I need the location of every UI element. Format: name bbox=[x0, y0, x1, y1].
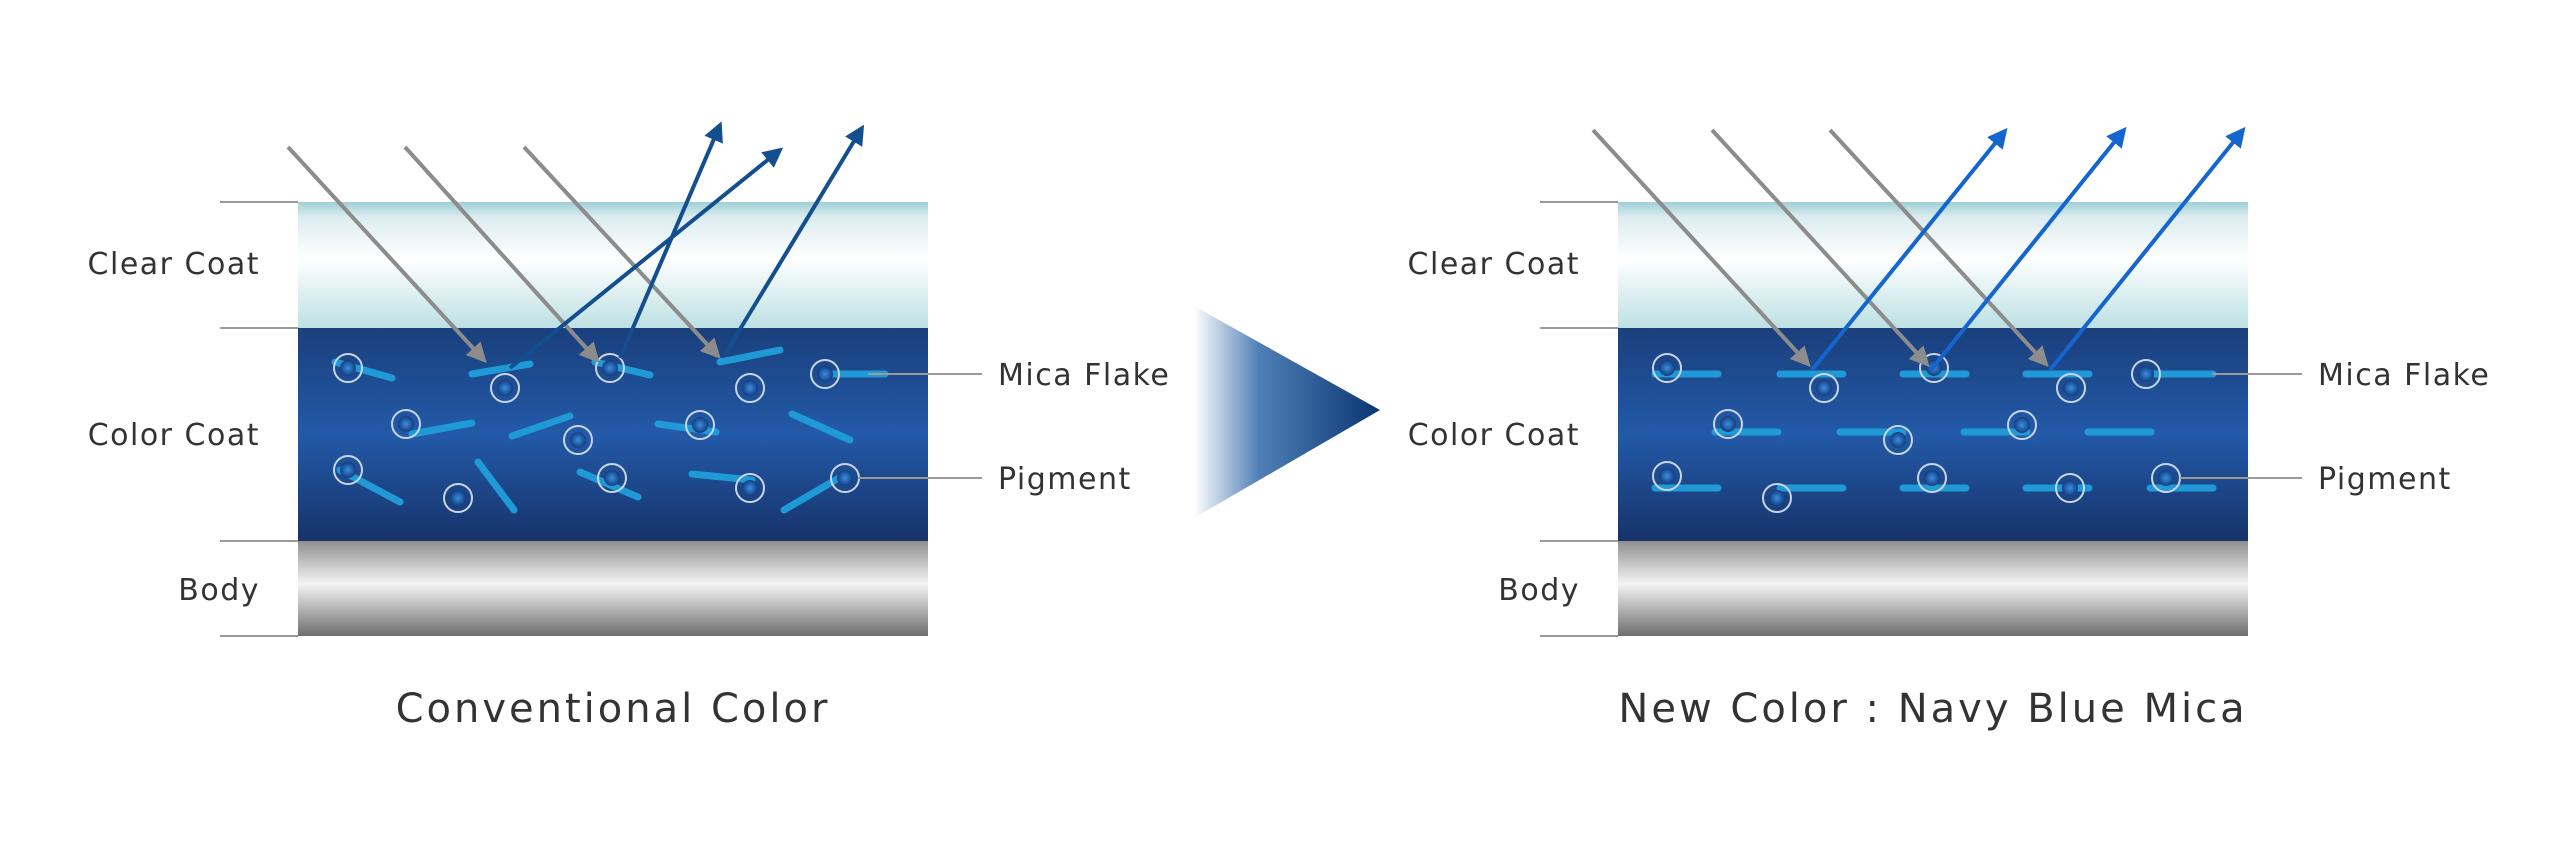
incident-ray bbox=[1710, 128, 1930, 367]
pigment bbox=[1917, 463, 1947, 493]
reflected-ray bbox=[618, 121, 723, 359]
right-color-coat-layer bbox=[1618, 328, 2248, 541]
pigment bbox=[1883, 425, 1913, 455]
pigment bbox=[2056, 373, 2086, 403]
right-body-label: Body bbox=[1498, 573, 1580, 608]
pigment bbox=[1762, 483, 1792, 513]
pigment bbox=[2055, 473, 2085, 503]
right-panel: Clear Coat Color Coat Body Mica Flake Pi… bbox=[1408, 126, 2490, 732]
left-body-layer bbox=[298, 541, 928, 636]
right-layer-boundaries bbox=[1540, 201, 1618, 637]
pigment bbox=[597, 463, 627, 493]
left-callout-leaders bbox=[858, 373, 982, 479]
pigment bbox=[563, 425, 593, 455]
incident-ray bbox=[1591, 128, 1811, 367]
right-mica-flake-label: Mica Flake bbox=[2318, 358, 2490, 393]
right-callout-leaders bbox=[2180, 373, 2302, 479]
mica-flake bbox=[408, 419, 476, 438]
pigment bbox=[810, 359, 840, 389]
left-pigments bbox=[333, 353, 860, 513]
incident-ray bbox=[286, 145, 487, 363]
reflected-ray bbox=[508, 147, 784, 370]
right-body-layer bbox=[1618, 541, 2248, 636]
left-clear-coat-label: Clear Coat bbox=[88, 247, 260, 282]
transition-arrow-icon bbox=[1194, 306, 1380, 518]
pigment bbox=[2131, 359, 2161, 389]
mica-flake bbox=[468, 360, 534, 378]
left-reflected-rays bbox=[508, 121, 865, 370]
left-color-coat-label: Color Coat bbox=[88, 418, 260, 453]
left-layer-boundaries bbox=[220, 201, 298, 637]
pigment bbox=[735, 473, 765, 503]
pigment bbox=[1809, 373, 1839, 403]
pigment bbox=[443, 483, 473, 513]
pigment bbox=[490, 373, 520, 403]
pigment bbox=[735, 373, 765, 403]
right-pigment-label: Pigment bbox=[2318, 462, 2452, 497]
incident-ray bbox=[1828, 128, 2049, 367]
pigment bbox=[1652, 353, 1682, 383]
pigment bbox=[685, 410, 715, 440]
pigment bbox=[1713, 409, 1743, 439]
left-panel: Clear Coat Color Coat Body Mica Flake Pi… bbox=[88, 121, 1170, 732]
right-clear-coat-label: Clear Coat bbox=[1408, 247, 1580, 282]
reflected-ray bbox=[2048, 126, 2246, 372]
right-reflected-rays bbox=[1810, 126, 2246, 372]
left-pigment-label: Pigment bbox=[998, 462, 1132, 497]
right-incident-rays bbox=[1591, 128, 2049, 367]
pigment bbox=[2007, 410, 2037, 440]
mica-flake bbox=[788, 410, 854, 444]
mica-flake bbox=[716, 346, 784, 366]
left-caption: Conventional Color bbox=[396, 686, 831, 732]
reflected-ray bbox=[723, 124, 865, 356]
pigment bbox=[391, 409, 421, 439]
pigment bbox=[333, 455, 363, 485]
mica-flake bbox=[688, 470, 756, 484]
right-caption: New Color : Navy Blue Mica bbox=[1618, 686, 2247, 732]
reflected-ray bbox=[1810, 127, 2008, 372]
left-body-label: Body bbox=[178, 573, 260, 608]
incident-ray bbox=[522, 145, 721, 359]
mica-flake bbox=[780, 471, 848, 514]
left-clear-coat-layer bbox=[298, 202, 928, 328]
right-pigments bbox=[1652, 353, 2181, 513]
right-color-coat-label: Color Coat bbox=[1408, 418, 1580, 453]
pigment bbox=[595, 353, 625, 383]
mica-flake bbox=[508, 412, 574, 440]
pigment bbox=[1652, 461, 1682, 491]
mica-flake bbox=[474, 458, 518, 514]
reflected-ray bbox=[1929, 126, 2127, 372]
pigment bbox=[333, 353, 363, 383]
left-mica-flake-label: Mica Flake bbox=[998, 358, 1170, 393]
